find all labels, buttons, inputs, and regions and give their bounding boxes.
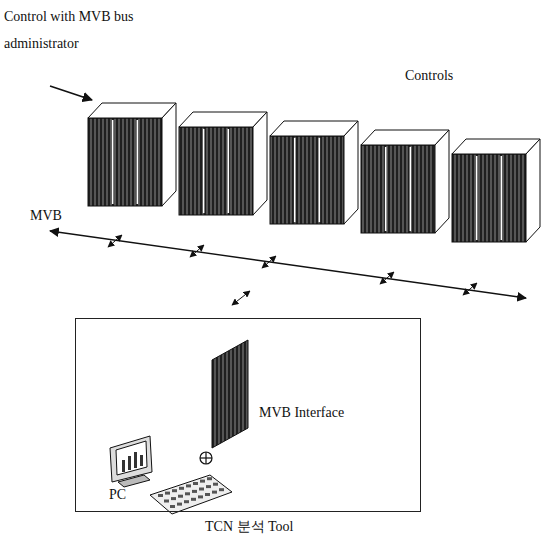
tool-caption: TCN 분석 Tool	[205, 519, 293, 536]
pc-keyboard	[150, 475, 232, 514]
key	[191, 498, 196, 501]
control-unit	[179, 112, 267, 127]
key	[205, 493, 210, 496]
control-unit	[88, 118, 162, 206]
group-label: Controls	[405, 68, 453, 85]
control-unit	[270, 136, 344, 224]
control-unit	[452, 154, 526, 242]
card-slot	[385, 147, 387, 231]
card-slot	[203, 129, 205, 213]
control-unit	[162, 103, 176, 206]
control-unit	[452, 139, 540, 154]
key	[170, 505, 175, 508]
interface-label: MVB Interface	[259, 405, 344, 422]
key	[178, 495, 183, 498]
key	[207, 477, 212, 480]
key	[185, 492, 190, 495]
key	[165, 492, 170, 495]
card-slot	[112, 120, 114, 204]
card-slot	[410, 147, 412, 231]
card-slot	[137, 120, 139, 204]
key	[198, 495, 203, 498]
key	[212, 491, 217, 494]
card-slot	[501, 156, 503, 240]
control-unit	[526, 139, 540, 242]
control-unit	[253, 112, 267, 215]
key	[186, 484, 191, 487]
control-unit	[361, 130, 449, 145]
connect-symbol	[200, 452, 212, 464]
mvb-bus-line	[50, 231, 526, 298]
key	[213, 483, 218, 486]
control-unit	[361, 145, 435, 233]
callout-label: Control with MVB bus administrator	[4, 4, 134, 57]
key	[192, 490, 197, 493]
control-unit	[435, 130, 449, 233]
card-slot	[319, 138, 321, 222]
key	[200, 480, 205, 483]
pc-label: PC	[109, 487, 126, 504]
card-slot	[294, 138, 296, 222]
card-slot	[476, 156, 478, 240]
key	[193, 482, 198, 485]
bus-label: MVB	[30, 208, 62, 225]
control-units	[88, 103, 540, 242]
key	[199, 488, 204, 491]
key	[219, 488, 224, 491]
control-unit	[270, 121, 358, 136]
key	[206, 485, 211, 488]
key	[164, 500, 169, 503]
interface-card	[212, 340, 248, 448]
control-unit	[179, 127, 253, 215]
bus-taps	[108, 235, 477, 305]
key	[184, 500, 189, 503]
card-slot	[228, 129, 230, 213]
key	[172, 489, 177, 492]
key	[179, 487, 184, 490]
key	[177, 503, 182, 506]
control-unit	[344, 121, 358, 224]
key	[158, 494, 163, 497]
control-unit	[88, 103, 176, 118]
tool-frame: MVB InterfacePCTCN 분석 Tool	[75, 318, 421, 512]
pointer-arrow	[50, 86, 92, 100]
pc-monitor	[110, 436, 152, 487]
key	[171, 497, 176, 500]
